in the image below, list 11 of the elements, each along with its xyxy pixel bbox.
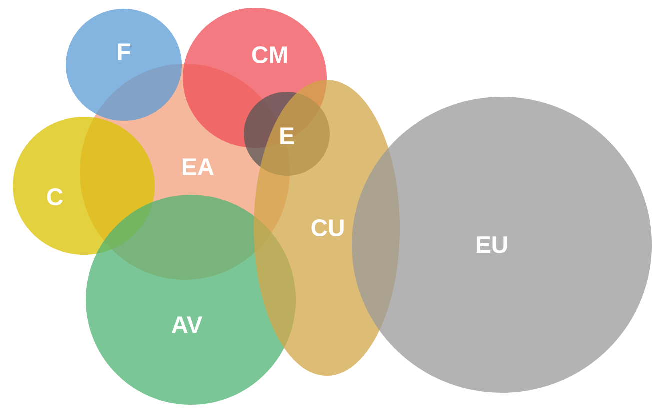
circle-label: E (280, 128, 294, 144)
circle-label: EA (183, 158, 214, 176)
circle-label: CM (252, 46, 287, 64)
circle-label: F (118, 44, 130, 60)
circle-label: EU (477, 236, 508, 254)
circle-label: C (47, 188, 63, 206)
circle-label: CU (312, 220, 344, 236)
circle-label: AV (172, 316, 203, 334)
venn-circle (66, 9, 182, 121)
venn-circle (13, 117, 155, 255)
venn-circle (352, 97, 652, 393)
